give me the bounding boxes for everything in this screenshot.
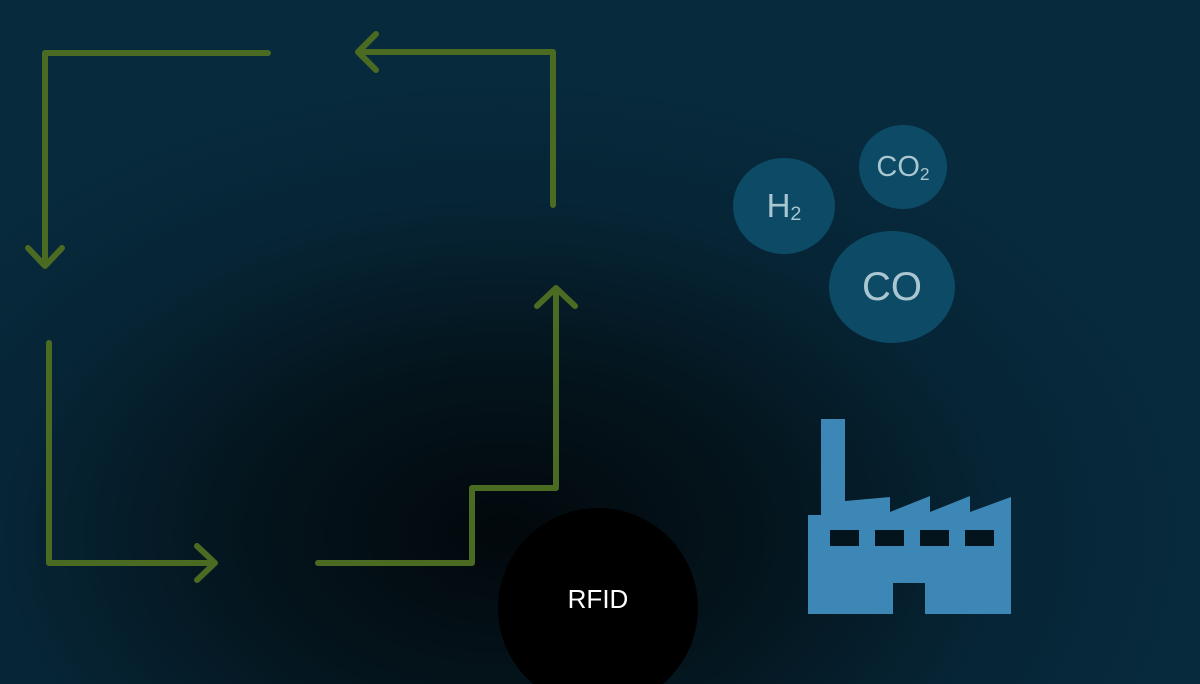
factory-icon	[808, 419, 1011, 614]
arrow-top-left-down	[42, 50, 271, 268]
co-bubble: CO	[829, 231, 955, 343]
h2-subscript: 2	[790, 203, 802, 226]
arrow-bottom-right-up	[315, 287, 559, 566]
arrowhead-up	[534, 285, 578, 309]
arrowhead-down	[25, 245, 65, 269]
arrowhead-right	[194, 543, 218, 583]
h2-label: H	[766, 187, 791, 224]
co2-label: CO	[876, 150, 920, 183]
arrow-top-right-left	[357, 49, 556, 208]
arrowhead-left	[355, 31, 379, 73]
rfid-label: RFID	[567, 584, 629, 614]
co2-subscript: 2	[919, 164, 930, 185]
arrow-bottom-left-right	[46, 340, 217, 566]
co-label: CO	[862, 264, 922, 309]
rfid-circle: RFID	[498, 508, 698, 684]
